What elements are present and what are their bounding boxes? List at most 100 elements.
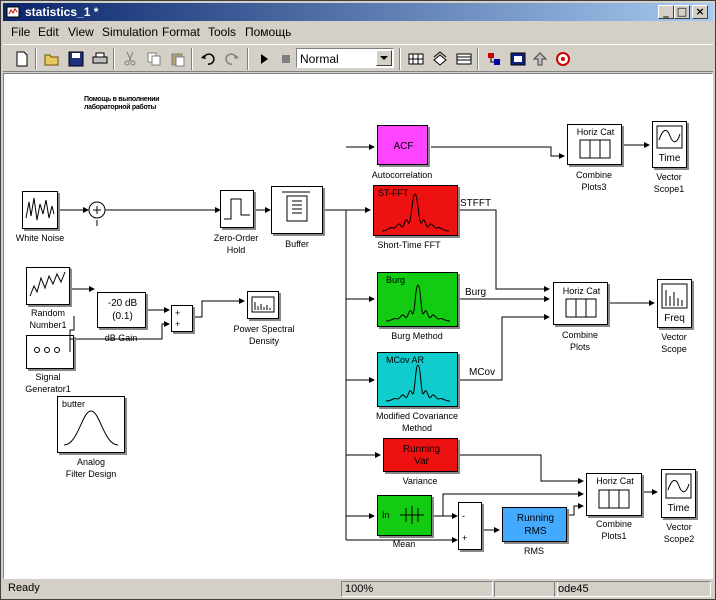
vector-scope2-block[interactable]: Time [661,469,696,518]
save-icon [68,51,84,67]
buffer-icon [282,191,310,222]
spectrum-display-icon [251,296,275,313]
menu-simulation[interactable]: Simulation [102,25,159,39]
vector-scope-block[interactable]: Freq [657,279,692,328]
paste-button[interactable] [167,48,189,70]
psd-peak-icon [385,284,451,322]
model-explorer-button[interactable] [483,48,505,70]
stop-icon [556,52,570,66]
sum-block-2[interactable]: - + [458,502,482,550]
vector-scope1-text: Time [658,153,681,164]
cut-button[interactable] [119,48,141,70]
update-diagram-button[interactable] [429,48,451,70]
combine-plots-block[interactable]: Horiz Cat [553,282,608,325]
status-ready: Ready [8,582,40,594]
analog-filter-design-block[interactable]: butter [57,396,125,453]
menu-tools[interactable]: Tools [208,25,237,39]
status-bar: Ready 100% ode45 [3,580,713,598]
go-to-parent-button[interactable] [529,48,551,70]
mean-text: In [382,510,390,520]
stfft-block[interactable]: ST-FFT [373,185,458,236]
combine-plots1-block[interactable]: Horiz Cat [586,473,642,516]
combine-plots3-text: Horiz Cat [576,127,615,137]
toolbar-separator [35,48,37,70]
sum-circle-icon[interactable] [88,201,108,221]
save-button[interactable] [65,48,87,70]
variance-block[interactable]: Running Var [383,438,458,472]
random-number-block[interactable] [26,267,70,305]
simulation-mode-select[interactable]: Normal [296,48,394,68]
scope-freq-icon [661,283,688,309]
stop-button[interactable] [552,48,574,70]
menu-help[interactable]: Помощь [245,25,292,39]
undo-icon [201,53,215,65]
step-waveform-icon [224,198,250,220]
stfft-text: ST-FFT [378,188,409,198]
maximize-button[interactable]: □ [674,5,690,19]
menu-format[interactable]: Format [162,25,201,39]
burg-label: Burg Method [391,331,443,341]
print-button[interactable] [89,48,111,70]
build-button[interactable] [405,48,427,70]
acf-label: Autocorrelation [371,170,433,180]
signal-label-burg[interactable]: Burg [465,287,487,298]
new-button[interactable] [11,48,33,70]
scope-time-icon [656,125,683,149]
db-gain-label: dB Gain [104,333,138,343]
mean-block[interactable]: In [377,495,432,536]
status-zoom: 100% [341,581,493,597]
vector-scope1-block[interactable]: Time [652,121,687,168]
zero-order-hold-block[interactable] [220,190,254,228]
toolbar-separator [191,48,193,70]
combine-plots3-block[interactable]: Horiz Cat [567,124,622,165]
menu-file[interactable]: File [11,25,31,39]
new-icon [16,51,28,67]
mcov-block[interactable]: MCov AR [377,352,458,407]
debugger-button[interactable] [507,48,529,70]
simulation-mode-value: Normal [300,52,339,66]
minimize-button[interactable]: _ [658,5,674,19]
chevron-down-icon[interactable] [376,50,392,66]
sum1-sign-top: + [175,308,181,318]
buffer-block[interactable] [271,186,323,234]
library-browser-icon [456,53,472,65]
acf-block[interactable]: ACF [377,125,428,165]
signal-label-stfft[interactable]: STFFT [460,198,492,209]
buffer-label: Buffer [285,239,309,249]
vector-scope2-text: Time [667,503,690,514]
signal-lines [58,142,658,543]
combine-plots1-text: Horiz Cat [596,476,634,486]
power-spectral-density-block[interactable] [247,291,279,319]
signal-generator-block[interactable] [26,335,74,369]
scope-time-icon [665,473,692,499]
close-button[interactable]: × [692,5,708,19]
burg-block[interactable]: Burg [377,272,458,327]
library-browser-button[interactable] [453,48,475,70]
stop-simulation-button[interactable] [275,48,297,70]
title-bar[interactable]: statistics_1 * _ □ × [3,3,713,21]
up-arrow-icon [532,52,548,66]
stop-square-icon [282,55,290,63]
rms-block[interactable]: Running RMS [502,507,567,542]
sum-block-1[interactable]: + + [171,305,193,332]
menu-view[interactable]: View [68,25,94,39]
open-button[interactable] [41,48,63,70]
white-noise-block[interactable] [22,191,58,229]
menu-edit[interactable]: Edit [38,25,59,39]
simulink-app-icon [6,6,20,18]
menu-bar: File Edit View Simulation Format Tools П… [3,22,713,42]
vector-scope-text: Freq [664,313,685,324]
start-simulation-button[interactable] [253,48,275,70]
copy-button[interactable] [143,48,165,70]
db-gain-block[interactable]: -20 dB (0.1) [97,292,146,328]
signal-label-mcov[interactable]: MCov [469,367,496,378]
sum2-sign-top: - [462,511,465,521]
undo-button[interactable] [197,48,219,70]
toolbar-separator [247,48,249,70]
print-icon [92,52,108,64]
redo-button[interactable] [221,48,243,70]
